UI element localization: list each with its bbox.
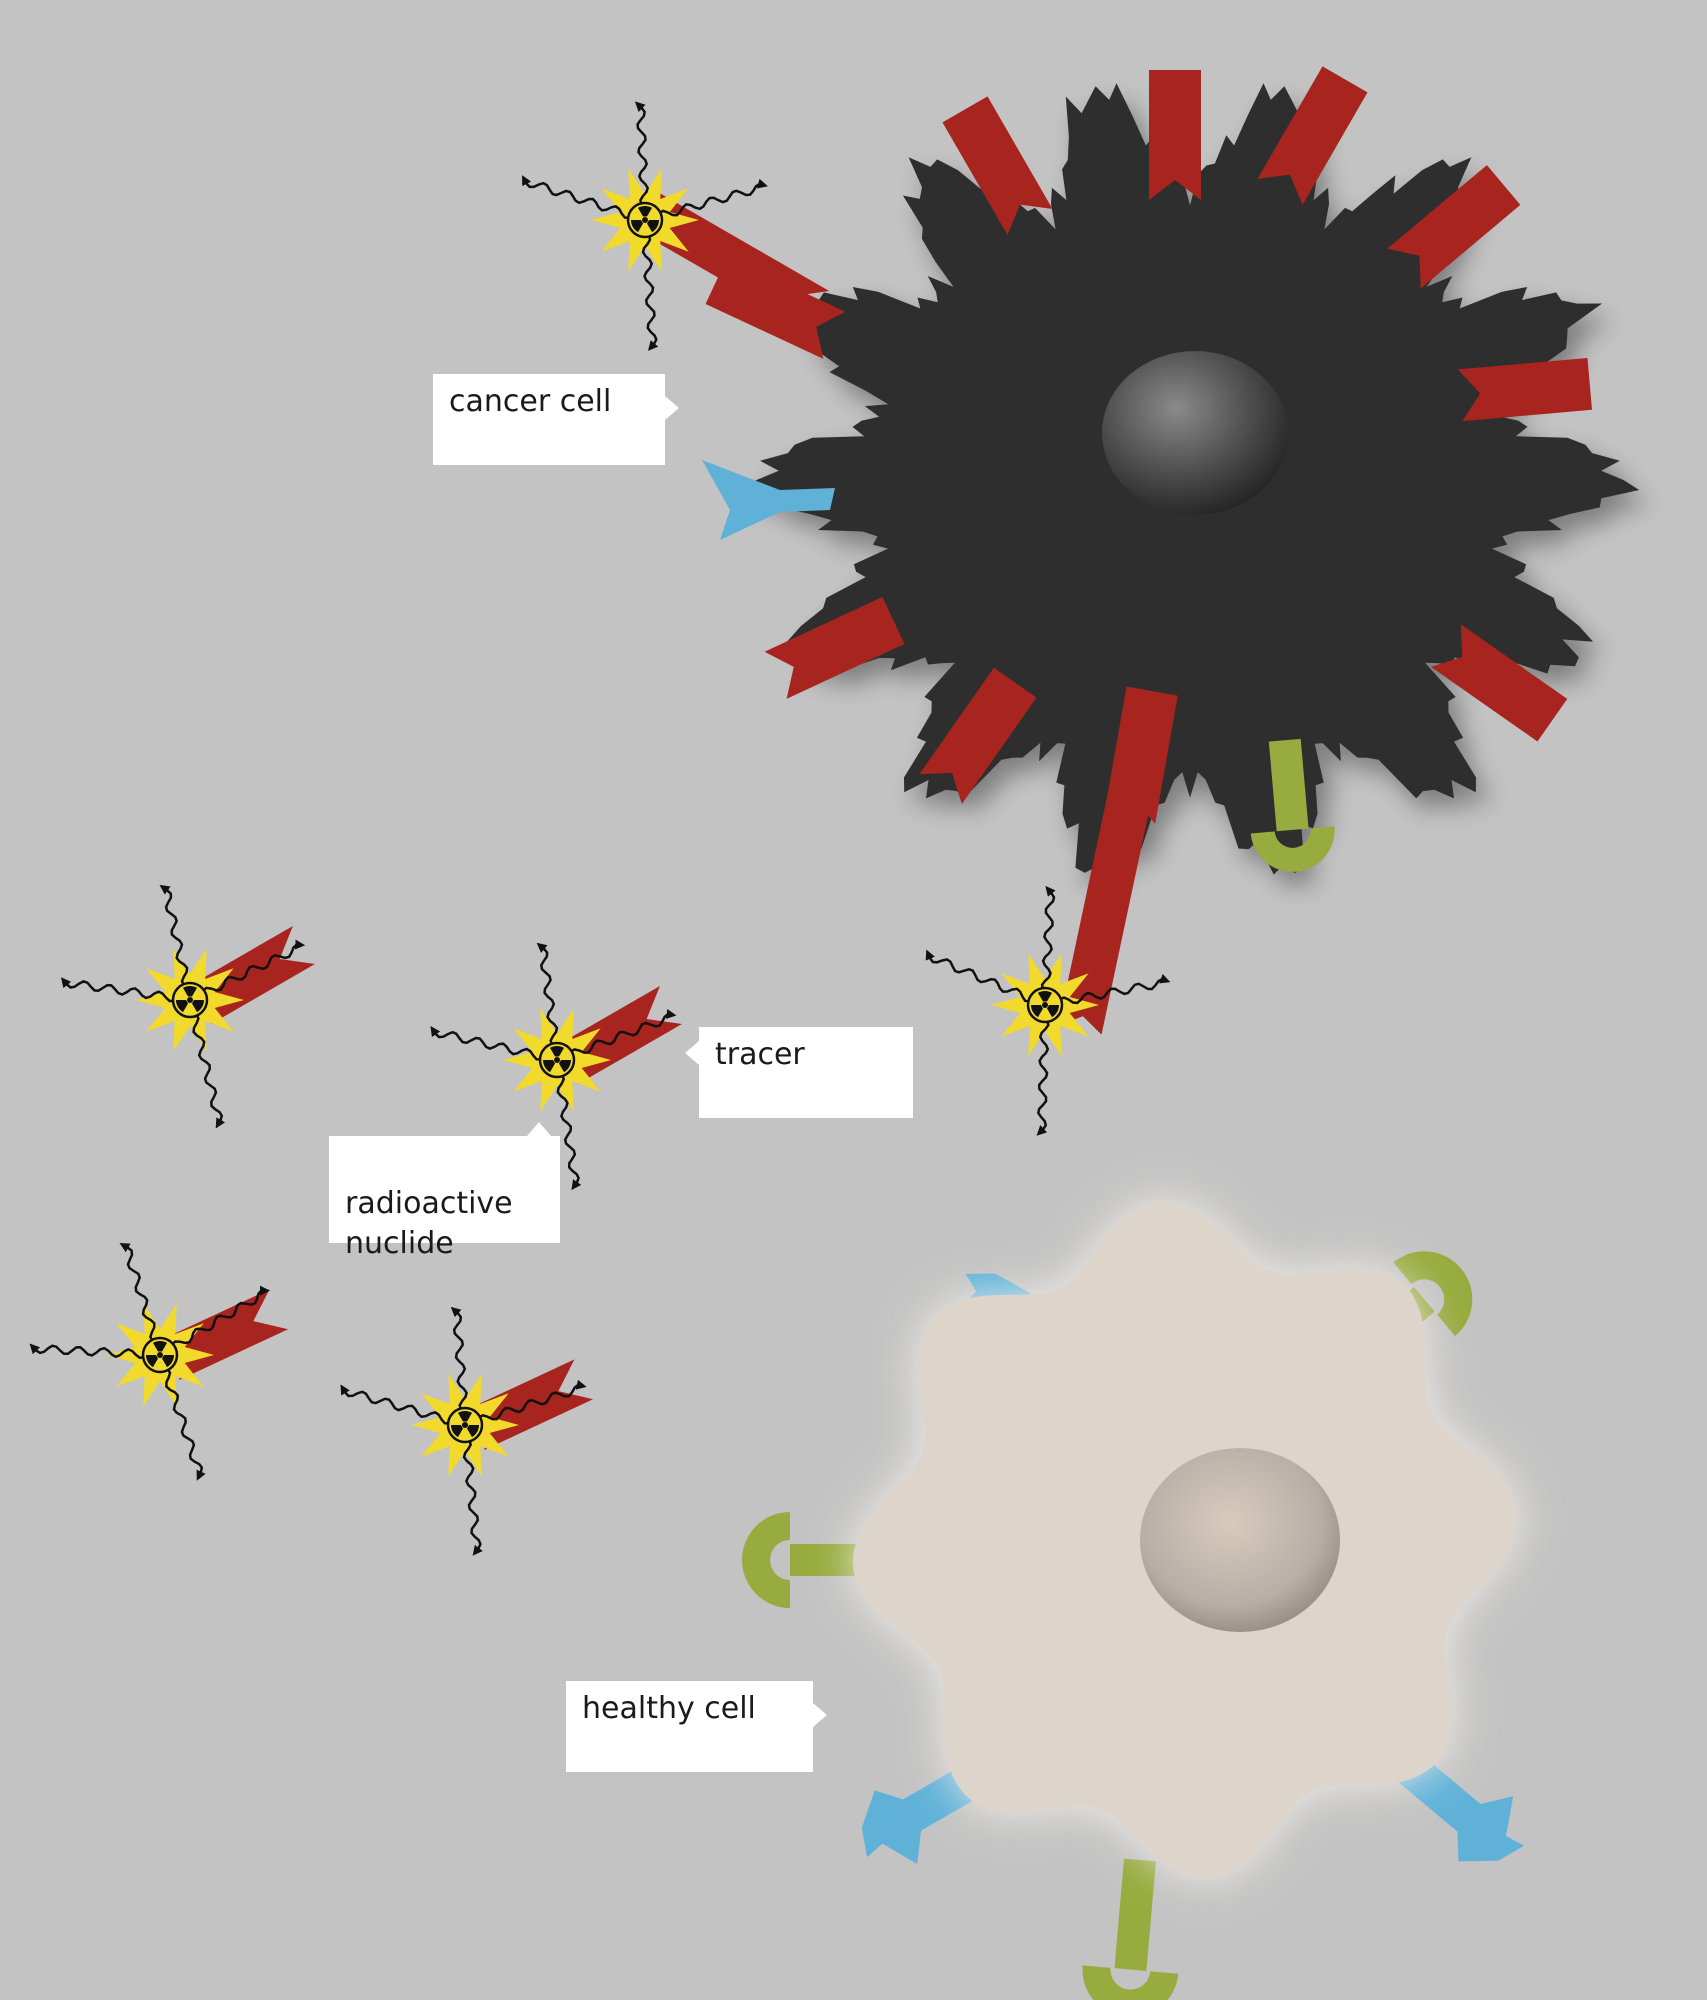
green-receptor: [1250, 738, 1335, 872]
tracer-body: [634, 190, 830, 330]
tracer-3: [340, 1306, 594, 1556]
tracer-label-text: tracer: [715, 1037, 805, 1072]
cancer-cell: [740, 83, 1650, 889]
red-receptor-7: [919, 667, 1037, 805]
healthy-cell: [742, 1201, 1524, 2000]
bound-tracer-top: [522, 101, 830, 351]
healthy-cell-label: healthy cell: [566, 1681, 827, 1772]
tracer-1: [430, 942, 682, 1191]
cancer-nucleus: [1102, 351, 1288, 515]
red-receptor-8: [764, 596, 905, 699]
tracers: [29, 101, 1171, 1556]
blue-receptor-2: [1388, 1746, 1524, 1862]
red-receptor-1: [1149, 70, 1201, 200]
cancer-cell-label-text: cancer cell: [449, 384, 612, 419]
cancer-cell-label: cancer cell: [433, 374, 679, 465]
radioactive-nuclide: [29, 1243, 270, 1481]
radioactive-nuclide: [340, 1306, 587, 1556]
radioactive-nuclide: [925, 885, 1171, 1136]
radiation-trefoil-icon: [141, 1336, 179, 1374]
radiation-trefoil-icon: [446, 1406, 484, 1444]
green-receptor-2: [1082, 1858, 1179, 2000]
radiation-trefoil-icon: [538, 1041, 576, 1079]
red-receptor-2: [1257, 66, 1368, 205]
healthy-cell-label-text: healthy cell: [582, 1691, 756, 1726]
radiation-trefoil-icon: [626, 201, 664, 239]
red-receptor-4: [1457, 357, 1592, 422]
radioactive-nuclide-label: radioactive nuclide: [329, 1122, 560, 1261]
radioactive-nuclide: [60, 884, 306, 1129]
tracer-2: [29, 1243, 289, 1481]
radiation-trefoil-icon: [171, 981, 209, 1019]
tracer-label: tracer: [685, 1027, 913, 1118]
blue-receptor: [702, 460, 835, 540]
bound-tracer-bottom: [925, 751, 1171, 1136]
red-receptor-5: [1430, 624, 1568, 742]
radioactive-nuclide: [430, 942, 677, 1191]
radiation-trefoil-icon: [1026, 986, 1064, 1024]
red-receptor-3: [1387, 165, 1521, 289]
red-receptor-0: [942, 96, 1053, 235]
tracer-body: [1058, 751, 1160, 1035]
radioactive-nuclide-label-text: radioactive nuclide: [345, 1186, 513, 1261]
healthy-nucleus: [1140, 1448, 1340, 1632]
tracer-0: [60, 884, 315, 1129]
radioactive-nuclide: [522, 101, 768, 351]
